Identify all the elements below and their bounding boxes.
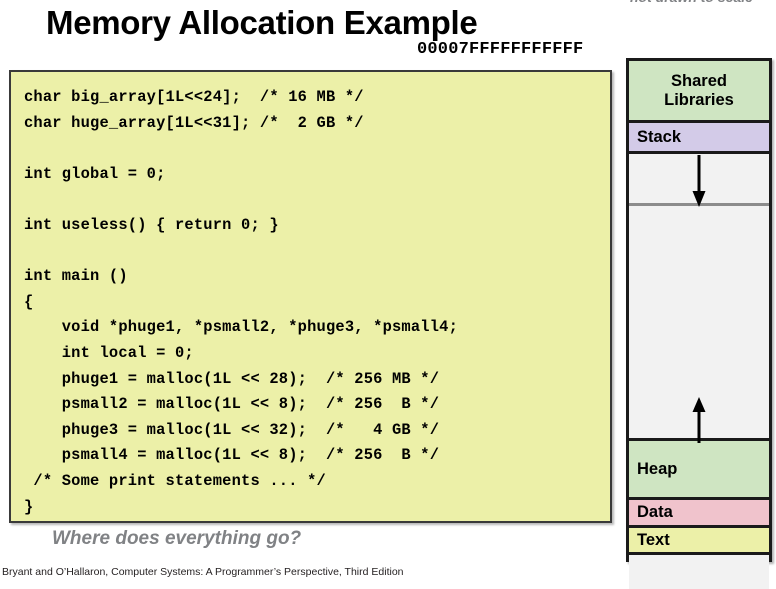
memory-segment-label-text: Text (637, 530, 670, 549)
memory-segment-label-data: Data (637, 503, 673, 522)
memory-segment-text: Text (629, 528, 769, 555)
memory-layout-diagram: Shared Libraries Stack Heap Data Text (626, 58, 772, 589)
memory-segment-heap: Heap (629, 441, 769, 500)
memory-segment-label-stack: Stack (637, 127, 682, 146)
memory-segment-shared-libraries: Shared Libraries (629, 61, 769, 123)
slide-question: Where does everything go? (52, 528, 302, 549)
shared-libraries-line1: Shared (671, 72, 727, 91)
page-title: Memory Allocation Example (46, 4, 478, 41)
code-listing: char big_array[1L<<24]; /* 16 MB */ char… (24, 88, 459, 516)
memory-segment-bottom-reserved (629, 555, 769, 589)
stack-grows-down-arrow-icon (692, 155, 706, 207)
heap-grows-up-arrow-icon (692, 397, 706, 443)
not-drawn-to-scale-note: not drawn to scale (630, 0, 753, 5)
memory-segment-stack: Stack (629, 123, 769, 154)
memory-segment-data: Data (629, 500, 769, 528)
top-address-label: 00007FFFFFFFFFFF (417, 40, 584, 59)
memory-segment-label-heap: Heap (637, 459, 678, 478)
footer-attribution: Bryant and O’Hallaron, Computer Systems:… (2, 566, 404, 578)
memory-segment-label-shared-libraries: Shared Libraries (664, 72, 734, 109)
code-block: char big_array[1L<<24]; /* 16 MB */ char… (9, 70, 612, 523)
shared-libraries-line2: Libraries (664, 90, 734, 109)
